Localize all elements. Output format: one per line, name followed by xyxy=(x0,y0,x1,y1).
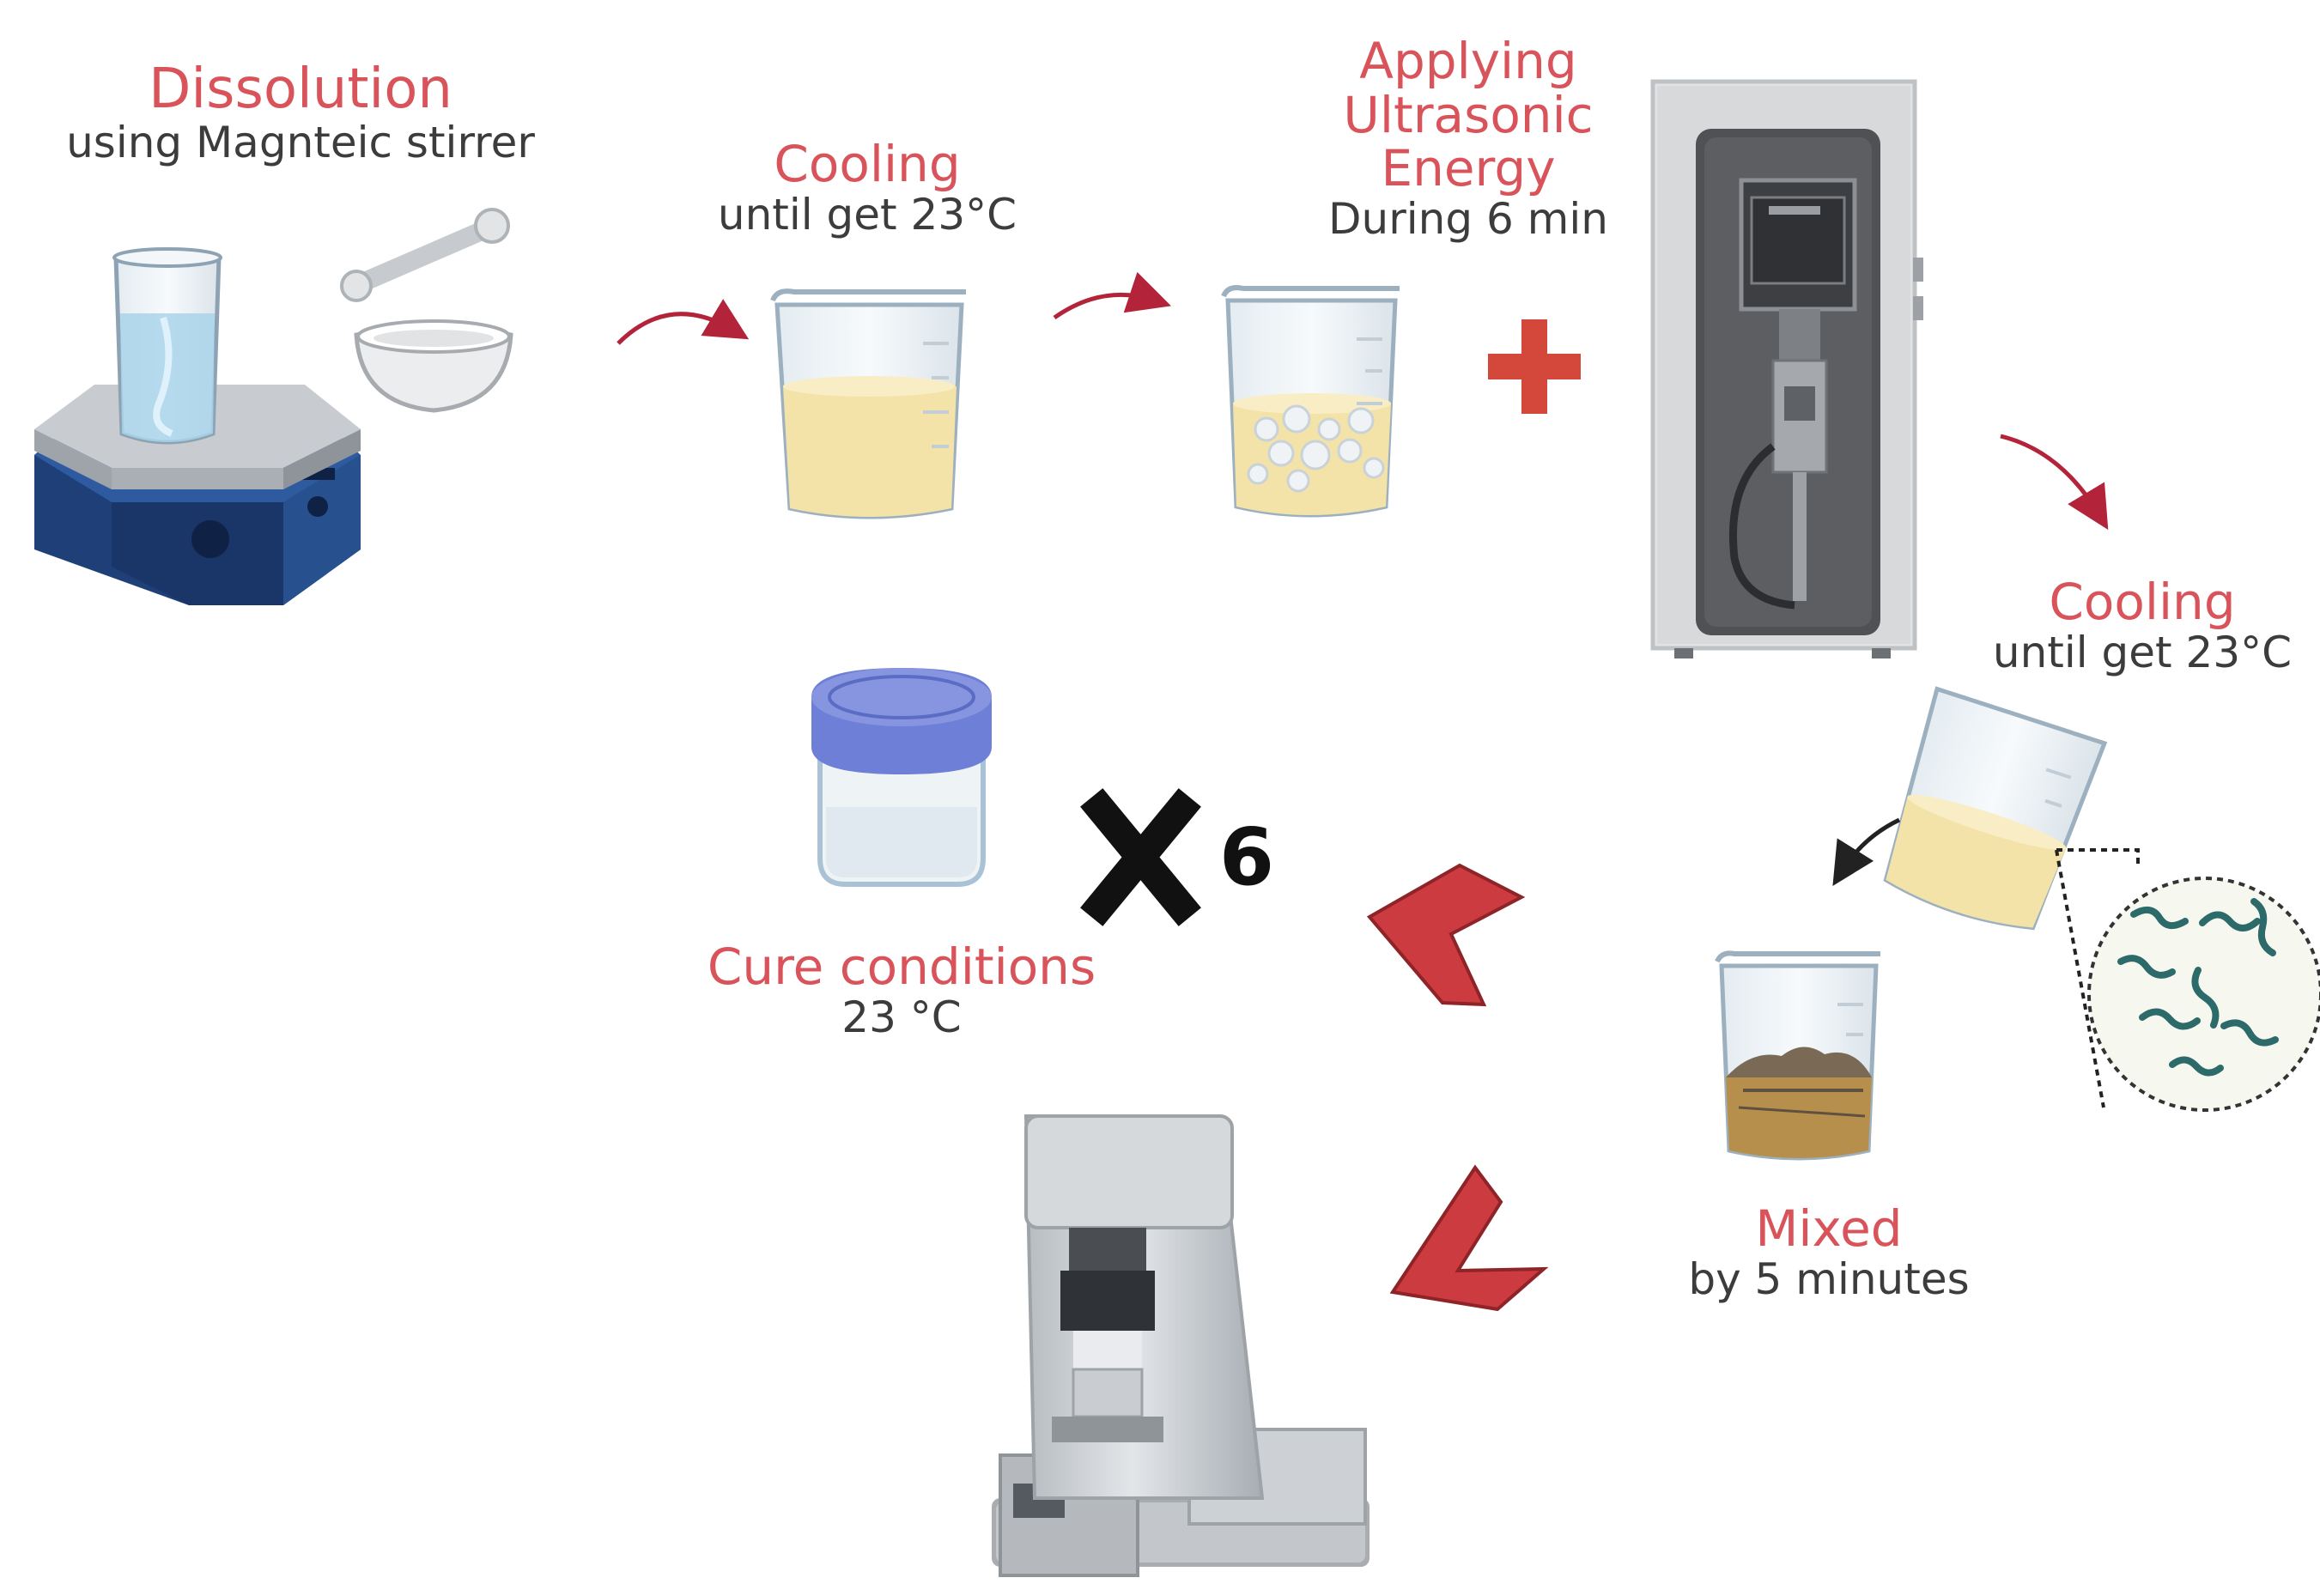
step-ultrasonic-label: Applying Ultrasonic Energy During 6 min xyxy=(1288,34,1649,242)
pouring-beaker-icon xyxy=(1883,686,2108,931)
step-subtitle: using Magnteic stirrer xyxy=(66,118,535,168)
step-title: Cooling xyxy=(774,135,961,193)
step-subtitle: until get 23°C xyxy=(717,189,1017,240)
multiply-icon xyxy=(1080,788,1201,926)
mortar-pestle-icon xyxy=(340,208,513,413)
step-cooling-2-label: Cooling until get 23°C xyxy=(1975,575,2310,676)
chevron-left-icon xyxy=(1366,863,1526,1007)
beaker-yellow-liquid-icon xyxy=(770,288,966,519)
step-subtitle: During 6 min xyxy=(1328,193,1608,244)
step-cooling-1-label: Cooling until get 23°C xyxy=(653,137,1082,238)
step-title: Cure conditions xyxy=(707,938,1096,996)
bacteria-magnified-icon xyxy=(2055,848,2320,1112)
step-title: Cooling xyxy=(2049,573,2236,631)
curved-arrow-icon xyxy=(1053,271,1171,320)
step-subtitle: 23 °C xyxy=(841,992,962,1042)
step-title: Ultrasonic xyxy=(1343,85,1594,144)
step-title: Mixed xyxy=(1755,1199,1903,1258)
curved-arrow-icon xyxy=(2000,434,2109,531)
step-dissolution-label: Dissolution using Magnteic stirrer xyxy=(60,58,541,168)
chevron-left-icon xyxy=(1389,1164,1549,1312)
sample-jar-icon xyxy=(811,668,992,887)
magnetic-stirrer-icon xyxy=(34,247,361,605)
step-subtitle: by 5 minutes xyxy=(1688,1253,1970,1304)
multiplier-count: 6 xyxy=(1219,811,1275,903)
plus-icon xyxy=(1488,319,1581,414)
step-mixed-label: Mixed by 5 minutes xyxy=(1657,1202,2001,1302)
curved-arrow-icon xyxy=(616,299,750,345)
step-title: Dissolution xyxy=(149,58,452,121)
ultrasonic-homogenizer-icon xyxy=(1650,79,1923,658)
step-title: Energy xyxy=(1381,139,1556,198)
step-cure-label: Cure conditions 23 °C xyxy=(678,940,1125,1041)
beaker-particles-icon xyxy=(1221,285,1400,518)
step-title: Applying xyxy=(1359,32,1577,90)
beaker-mixture-icon xyxy=(1715,950,1880,1161)
curved-arrow-icon xyxy=(1832,817,1901,886)
compression-testing-machine-icon xyxy=(992,1114,1370,1577)
step-subtitle: until get 23°C xyxy=(1992,627,2293,677)
